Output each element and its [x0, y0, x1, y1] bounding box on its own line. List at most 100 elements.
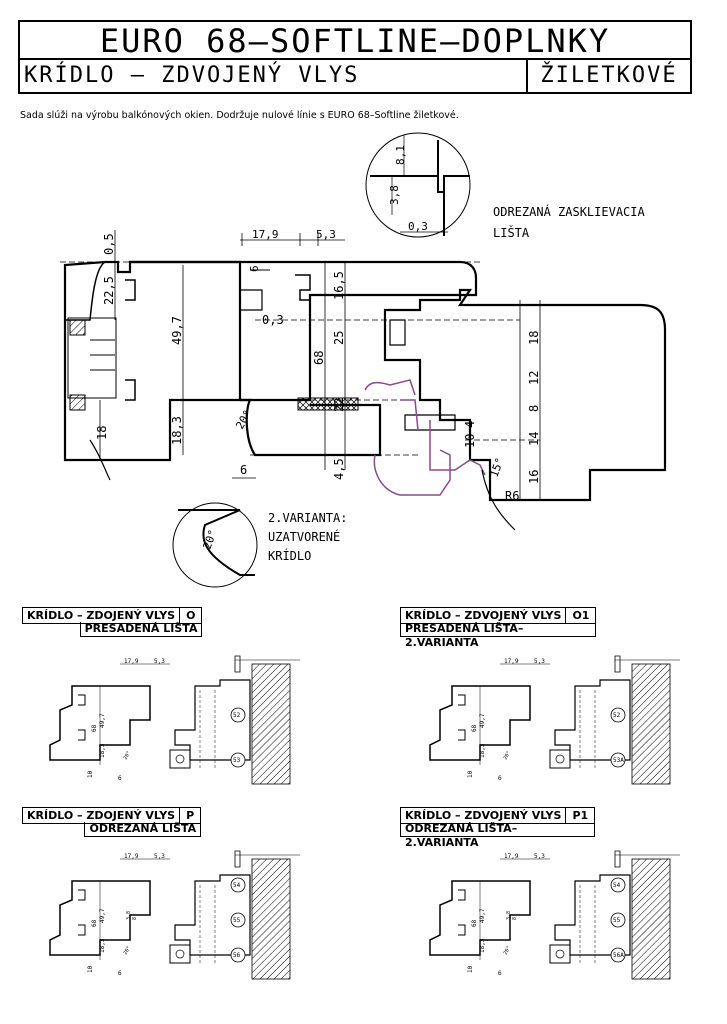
- tool-mark: [614, 655, 621, 673]
- tool-number: 56: [233, 952, 241, 959]
- mini-glazing-bead: [549, 944, 571, 964]
- dim-label: 68: [312, 351, 326, 365]
- dim-label: 20°: [503, 750, 513, 761]
- dim-label: 10: [463, 434, 477, 448]
- dim-label: 6: [498, 775, 502, 782]
- variant-title: KRÍDLO – ZDOJENÝ VLYS: [23, 608, 181, 623]
- dim-label: 25: [332, 331, 346, 345]
- mini-groove: [458, 889, 466, 936]
- dim-label: 18: [95, 426, 109, 440]
- detail-circle-glazing-bead: 8,1 3,8 0,3: [365, 132, 471, 238]
- dim-label: 5,3: [534, 853, 545, 860]
- dim-label: 49,7: [479, 908, 486, 923]
- sash-profile-left: [63, 260, 242, 481]
- dim-label: 12: [527, 371, 541, 385]
- detail-label-line2: LIŠTA: [493, 225, 530, 240]
- dim-label: 8: [132, 917, 138, 920]
- mini-glazing-bead: [549, 749, 571, 769]
- description: Sada slúži na výrobu balkónových okien. …: [20, 110, 459, 121]
- dim-label: 6: [498, 970, 502, 977]
- dim-label: 3,8: [506, 911, 512, 920]
- dim-label: 20°: [233, 408, 254, 432]
- dim-label: 0,3: [262, 313, 284, 327]
- dim-label: 6: [240, 463, 247, 477]
- dim-label: 18,3: [479, 743, 486, 758]
- dim-label: R6: [505, 489, 519, 503]
- variant-title: KRÍDLO – ZDVOJENÝ VLYS: [401, 808, 567, 823]
- variant-label-line2: UZATVORENÉ: [268, 529, 340, 544]
- dim-label: 68: [91, 919, 98, 927]
- dim-label: 6: [248, 265, 261, 272]
- tool-number: 52: [613, 712, 621, 719]
- dim-label: 22,5: [102, 276, 116, 305]
- dim-label: 18,3: [170, 416, 184, 445]
- dim-label: 18: [527, 331, 541, 345]
- sash-bottom: [240, 398, 382, 457]
- mini-wall-hatch: [631, 663, 671, 785]
- detail-circle-variant: 20°: [172, 502, 258, 588]
- dim-label: 20°: [503, 945, 513, 956]
- dim-label: 10: [87, 770, 94, 778]
- dim-label: 10: [467, 770, 474, 778]
- document-title: EURO 68–SOFTLINE–DOPLNKY: [20, 22, 690, 60]
- dim-label: 15°: [488, 456, 507, 479]
- frame-profile-right: [383, 288, 667, 502]
- variant-code: P1: [572, 809, 589, 822]
- tool-circle: [230, 877, 246, 893]
- dim-label: 20°: [201, 528, 220, 551]
- gasket-strip: [297, 397, 359, 411]
- tool-circle: [230, 912, 246, 928]
- dim-label: 22: [332, 398, 346, 412]
- tool-circle: [230, 707, 246, 723]
- dim-label: 3,8: [388, 185, 401, 205]
- dim-label: 16: [527, 470, 541, 484]
- mini-screw: [175, 754, 185, 764]
- dim-label: 18,3: [479, 938, 486, 953]
- tool-mark: [234, 850, 241, 868]
- dim-label: 8: [527, 405, 541, 412]
- detail-label-line1: ODREZANÁ ZASKLIEVACIA: [493, 204, 645, 219]
- tool-circle: [230, 947, 246, 963]
- dim-label: 18,3: [99, 938, 106, 953]
- variant-subtitle: ODREZANÁ LIŠTA–2.VARIANTA: [400, 822, 596, 849]
- tool-mark: [234, 655, 241, 673]
- variant-code: O: [186, 609, 196, 622]
- dim-label: 0,3: [408, 220, 428, 233]
- dim-label: 16,5: [332, 271, 346, 300]
- tool-number: 56A: [613, 952, 624, 959]
- dim-label: 20°: [123, 750, 133, 761]
- mini-wall-hatch: [631, 858, 671, 980]
- dim-label: 17,9: [124, 658, 139, 665]
- tool-number: 53: [233, 757, 241, 764]
- dim-label: 49,7: [99, 713, 106, 728]
- mini-screw: [555, 949, 565, 959]
- dim-label: 49,7: [170, 316, 184, 345]
- dim-label: 6: [118, 775, 122, 782]
- tool-number: 55: [613, 917, 621, 924]
- gasket-profiles: [364, 379, 486, 496]
- mini-wall-hatch: [251, 663, 291, 785]
- title-block: EURO 68–SOFTLINE–DOPLNKY KRÍDLO – ZDVOJE…: [18, 20, 692, 94]
- dim-label: 17,9: [252, 228, 279, 241]
- dim-label: 68: [471, 724, 478, 732]
- variant-subtitle: PRESADENÁ LIŠTA: [79, 622, 203, 637]
- mini-screw: [555, 754, 565, 764]
- document-type: ŽILETKOVÉ: [540, 63, 678, 88]
- dim-label: 8: [512, 917, 518, 920]
- dim-label: 20°: [123, 945, 133, 956]
- dim-label: 17,9: [124, 853, 139, 860]
- variant-header-P1: KRÍDLO – ZDVOJENÝ VLYS P1 ODREZANÁ LIŠTA–…: [400, 807, 596, 849]
- dim-label: 5,3: [154, 853, 165, 860]
- variant-title: KRÍDLO – ZDVOJENÝ VLYS: [401, 608, 567, 623]
- dim-label: 17,9: [504, 658, 519, 665]
- dim-label: 68: [471, 919, 478, 927]
- dim-label: 18,3: [99, 743, 106, 758]
- top-dimensions: 17,9 5,3: [240, 228, 345, 246]
- variant-label-line1: 2.VARIANTA:: [268, 511, 347, 525]
- variant-subtitle: PRESADENÁ LIŠTA–2.VARIANTA: [400, 622, 597, 649]
- dim-label: 10: [87, 965, 94, 973]
- variant-label-line3: KRÍDLO: [268, 548, 311, 563]
